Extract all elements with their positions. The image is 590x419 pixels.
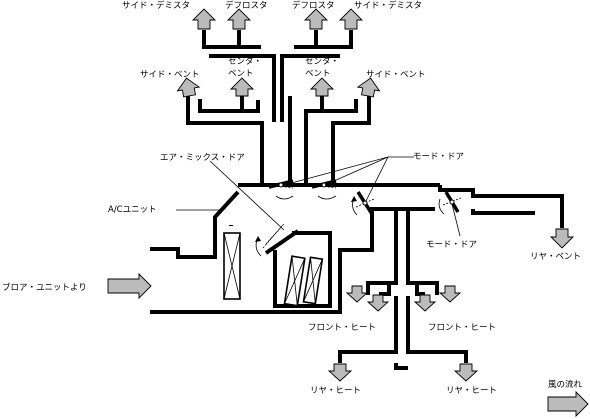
arrow-rear-heat-left — [327, 363, 353, 382]
label-ac-unit: A/Cユニット — [108, 205, 157, 215]
mode-doors — [268, 179, 462, 216]
label-side-demister-right: サイド・デミスタ — [354, 0, 422, 11]
label-front-heat-left: フロント・ヒート — [308, 323, 376, 333]
label-side-vent-right: サイド・ベント — [366, 70, 426, 80]
label-center-vent-right-line1: センタ・ — [305, 57, 339, 67]
arrow-side-demister-right — [338, 8, 364, 30]
arrow-rear-heat-right — [453, 363, 479, 382]
label-side-vent-left: サイド・ベント — [140, 70, 200, 80]
label-rear-heat-left: リヤ・ヒート — [310, 386, 361, 396]
arrow-legend — [547, 390, 589, 418]
label-center-vent-right-line2: ベント — [305, 69, 331, 79]
evaporator-core — [223, 232, 241, 300]
label-defroster-left: デフロスタ — [225, 0, 268, 11]
label-front-heat-right: フロント・ヒート — [428, 323, 496, 333]
label-defroster-right: デフロスタ — [292, 0, 335, 11]
arrow-blower-inlet — [107, 272, 152, 300]
arrow-center-vent-left — [229, 77, 255, 97]
arrow-side-vent-left — [176, 77, 201, 98]
arrow-front-heat-left-1 — [345, 285, 369, 303]
label-rear-vent: リヤ・ベント — [530, 252, 581, 262]
labels: サイド・デミスタ デフロスタ デフロスタ サイド・デミスタ サイド・ベント セン… — [2, 0, 583, 396]
label-center-vent-left-line2: ベント — [228, 69, 254, 79]
arrow-side-vent-right — [356, 77, 381, 98]
label-air-mix-door: エア・ミックス・ドア — [160, 153, 245, 163]
label-blower-unit: ブロア・ユニットより — [2, 282, 87, 293]
arrow-front-heat-left-2 — [366, 294, 390, 312]
arrow-rear-vent — [549, 228, 575, 249]
upper-outlet-ducts — [186, 30, 371, 176]
arrow-defroster-left — [226, 8, 252, 30]
leader-lines — [176, 156, 461, 237]
heater-core — [273, 231, 332, 308]
label-side-demister-left: サイド・デミスタ — [122, 0, 190, 11]
label-mode-door-top: モード・ドア — [413, 152, 464, 162]
label-rear-heat-right: リヤ・ヒート — [446, 386, 497, 396]
arrow-side-demister-left — [191, 8, 217, 30]
ac-unit-housing — [150, 176, 564, 314]
label-center-vent-left-line1: センタ・ — [228, 57, 262, 67]
label-air-flow-legend: 風の流れ — [548, 379, 583, 390]
arrow-front-heat-right-2 — [438, 285, 462, 303]
arrow-front-heat-right-1 — [413, 294, 437, 312]
flow-arrows — [107, 8, 589, 418]
arrow-center-vent-right — [309, 77, 335, 97]
label-mode-door-bottom: モード・ドア — [426, 240, 477, 250]
lower-heat-ducts — [338, 209, 468, 370]
arrow-defroster-right — [303, 8, 329, 30]
